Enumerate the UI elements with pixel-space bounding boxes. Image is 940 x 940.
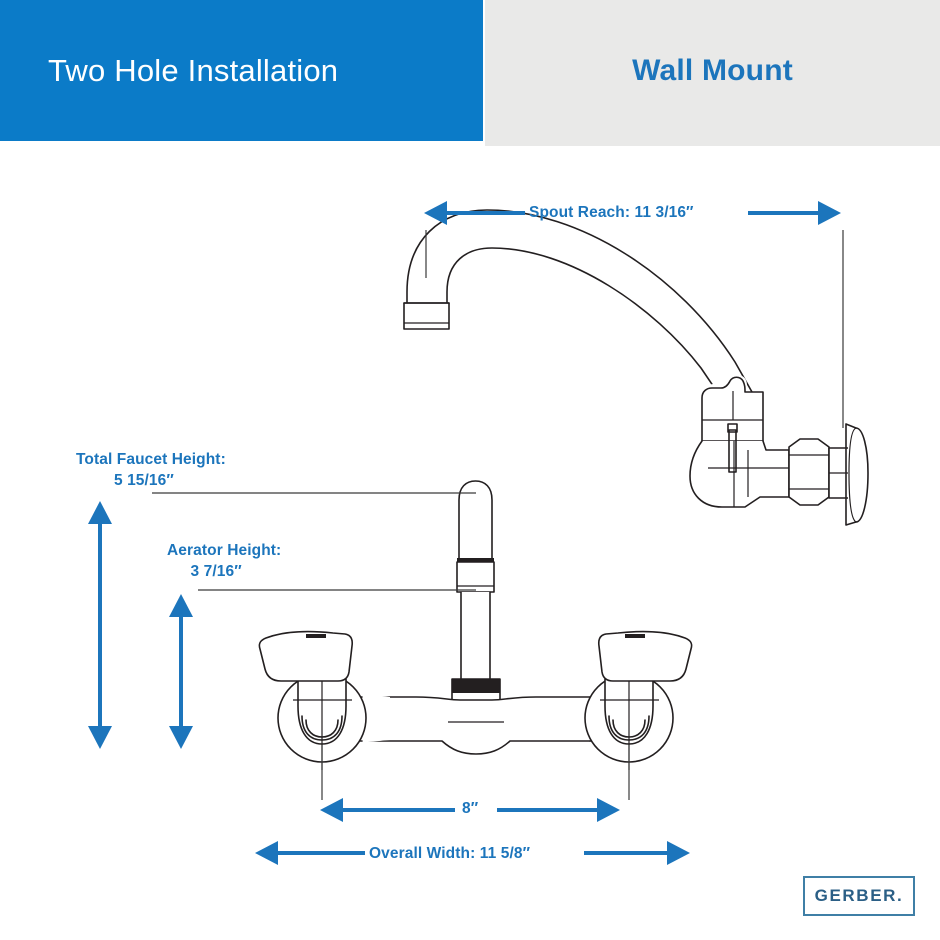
faucet-body-front-view [258, 480, 693, 770]
tab-two-hole-installation[interactable]: Two Hole Installation [0, 0, 483, 141]
extension-lines [152, 230, 844, 800]
dimension-label-spout-reach: Spout Reach: 11 3/16″ [529, 204, 694, 221]
dimension-label-total-faucet-height: Total Faucet Height: 5 15/16″ [76, 449, 226, 491]
dimension-arrow-spout-reach [424, 201, 841, 225]
dimension-arrow-center-to-center [320, 798, 620, 822]
gerber-logo: GERBER. [803, 876, 915, 916]
dimension-arrow-overall-width [255, 841, 690, 865]
dimension-arrow-total-faucet-height [88, 501, 112, 749]
total-faucet-height-line2: 5 15/16″ [113, 472, 174, 489]
right-handle-assembly [584, 630, 693, 770]
gerber-logo-text: GERBER. [814, 886, 904, 905]
wall-mount-elbow-assembly [689, 374, 869, 526]
aerator-height-line1: Aerator Height: [167, 542, 282, 559]
tab-wall-mount[interactable]: Wall Mount [485, 0, 940, 146]
tab-two-hole-installation-label: Two Hole Installation [48, 52, 339, 88]
aerator-height-line2: 3 7/16″ [190, 563, 242, 580]
dimension-label-aerator-height: Aerator Height: 3 7/16″ [167, 540, 281, 582]
total-faucet-height-line1: Total Faucet Height: [76, 451, 226, 468]
dimension-arrow-aerator-height [169, 594, 193, 749]
dimension-label-center-to-center: 8″ [462, 800, 479, 817]
dimension-label-overall-width: Overall Width: 11 5/8″ [369, 845, 531, 862]
tab-wall-mount-label: Wall Mount [632, 54, 793, 87]
left-handle-assembly [258, 630, 367, 770]
spout-swing-arm [403, 209, 755, 400]
